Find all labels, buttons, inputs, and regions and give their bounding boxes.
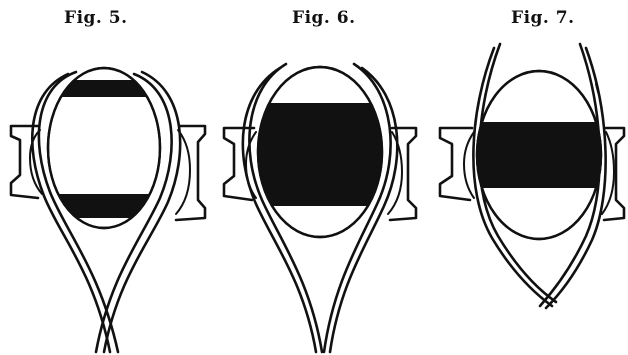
figure-7-drawing: [440, 44, 624, 308]
figure-7-left-bracket: [440, 128, 472, 200]
figure-6-wide-band: [250, 103, 390, 206]
figure-5-drawing: [11, 68, 205, 352]
figure-7-band: [470, 122, 610, 188]
figure-6-drawing: [224, 64, 416, 352]
